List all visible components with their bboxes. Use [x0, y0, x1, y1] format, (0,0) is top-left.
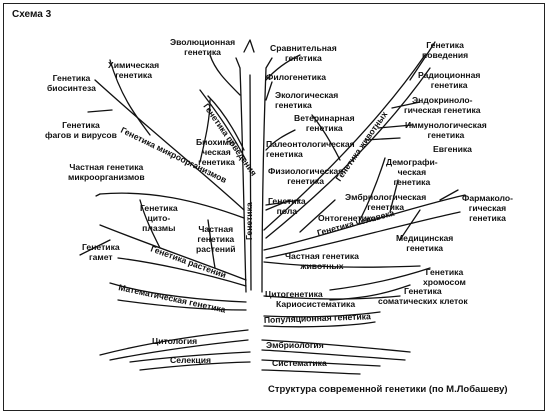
branch-plants-private: [207, 219, 216, 269]
branch-selection-top: [129, 351, 251, 363]
label-plants-private: Частная генетика растений: [196, 224, 236, 254]
caption: Структура современной генетики (по М.Лоб…: [268, 384, 508, 395]
branch-microorganisms: [94, 79, 245, 211]
branch-math: [109, 282, 247, 303]
label-sex: Генетика пола: [268, 196, 306, 216]
branch-cytology-top: [99, 329, 249, 356]
label-chromosomes: Генетика хромосом: [423, 267, 466, 287]
trunk-inner: [249, 74, 252, 291]
branch-label-population-root: Популяционная генетика: [264, 311, 371, 325]
branch-evolution: [209, 54, 241, 96]
branch-karyo: [263, 295, 401, 300]
label-animals-private: Частная генетика животных: [285, 251, 359, 271]
branch-embryo: [299, 199, 336, 233]
label-ontogenetics: Онтогенетика: [318, 213, 377, 223]
label-phages: Генетика фагов и вирусов: [45, 120, 117, 140]
label-cytogenetics: Цитогенетика: [265, 289, 323, 299]
branch-phages: [87, 109, 113, 113]
branch-animals-left-inner: [207, 95, 245, 151]
label-physiological: Физиологическая генетика: [268, 166, 344, 186]
branch-vet: [311, 114, 341, 161]
label-karyosystematics: Кариосистематика: [276, 299, 356, 309]
label-endocrinology: Эндокриноло- гическая генетика: [404, 95, 481, 115]
branch-eugenics: [359, 157, 386, 221]
label-pharmacological: Фармаколо- гическая генетика: [462, 193, 513, 223]
branch-gametes: [79, 239, 111, 256]
branch-endocrine: [377, 124, 413, 129]
label-evolutionary: Эволюционная генетика: [170, 37, 236, 57]
branch-animals-private: [263, 261, 421, 268]
scheme-label: Схема 3: [12, 9, 52, 20]
branch-paleo: [265, 129, 296, 151]
branch-animals-right: [263, 54, 426, 231]
label-gametes: Генетика гамет: [82, 242, 120, 262]
branch-animals-left: [199, 89, 247, 161]
label-paleontological: Палеонтологическая генетика: [266, 139, 355, 159]
branch-cytology-bottom: [109, 339, 249, 361]
branch-chemical: [109, 59, 151, 136]
trunk-right-edge: [261, 57, 273, 293]
label-embryology: Эмбриология: [266, 340, 324, 350]
branch-population-top: [263, 311, 381, 318]
branch-animals-right-inner: [265, 67, 431, 239]
label-radiation: Радиоционная генетика: [418, 70, 481, 90]
branch-demographic: [389, 179, 399, 213]
branch-behavior: [409, 41, 436, 81]
label-demographic: Демографи- ческая генетика: [386, 157, 438, 187]
branch-human: [263, 194, 466, 251]
branch-plants-lower: [117, 257, 247, 287]
label-veterinary: Ветеринарная генетика: [294, 113, 355, 133]
label-cytology: Цитология: [152, 336, 198, 346]
branch-sex: [265, 199, 301, 206]
trunk-left-edge: [235, 57, 247, 293]
label-microorganisms-private: Частная генетика микроорганизмов: [68, 162, 145, 182]
branch-biochem-stem: [199, 99, 211, 163]
label-behavior: Генетика поведения: [422, 40, 469, 60]
branch-private-micro: [95, 193, 101, 197]
branch-label-trunk: Генетика: [244, 202, 254, 240]
branch-human-lower: [265, 211, 461, 259]
label-systematics: Систематика: [272, 358, 327, 368]
label-comparative: Сравнительная генетика: [270, 43, 337, 63]
label-cytoplasm: Генетика цито- плазмы: [140, 203, 178, 233]
branch-plants: [99, 224, 247, 281]
branch-pharma: [439, 189, 459, 201]
branch-chromosome: [329, 267, 431, 291]
label-immunological: Иммунологическая генетика: [405, 120, 487, 140]
branch-medical: [399, 209, 421, 241]
branch-systematics-top: [261, 359, 381, 367]
trunk-tip: [243, 39, 255, 53]
branch-comparative: [265, 54, 301, 81]
label-biochemical: Биохими- ческая генетика: [196, 137, 238, 167]
label-ecological: Экологическая генетика: [275, 90, 339, 110]
label-embryological: Эмбриологическая генетика: [345, 192, 427, 212]
branch-label-mathematical: Математическая генетика: [118, 282, 227, 315]
branch-radiation: [391, 101, 421, 109]
branch-microorganisms-lower: [99, 192, 245, 219]
branch-math-lower: [117, 299, 247, 311]
label-selection: Селекция: [170, 355, 211, 365]
branch-embryology-bottom: [261, 349, 406, 361]
branch-embryology-top: [261, 339, 411, 353]
label-medical: Медицинская генетика: [396, 233, 454, 253]
label-phylogenetics: Филогенетика: [266, 72, 327, 82]
label-eugenics: Евгеника: [433, 144, 472, 154]
label-biosynthesis: Генетика биосинтеза: [47, 73, 96, 93]
branch-systematics-bottom: [261, 369, 361, 375]
branch-selection-bottom: [139, 361, 251, 371]
branch-immuno: [364, 137, 401, 141]
branch-cytoplasm: [139, 199, 161, 249]
label-somatic: Генетика соматических клеток: [378, 286, 468, 306]
branch-phylogenetics: [265, 81, 273, 101]
label-chemical: Химическая генетика: [108, 60, 160, 80]
branch-population-bottom: [263, 321, 376, 328]
